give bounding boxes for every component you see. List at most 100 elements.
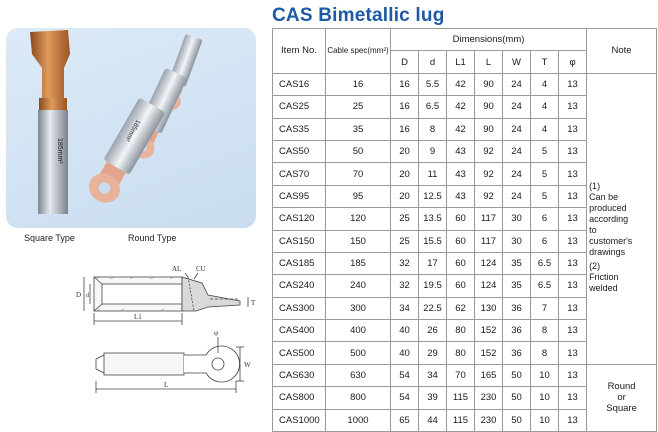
table-cell: 60 — [446, 274, 475, 298]
table-cell: 10 — [530, 386, 559, 410]
table-cell: 16 — [390, 95, 419, 119]
table-cell: 36 — [502, 296, 531, 321]
table-cell: 11 — [418, 162, 447, 186]
header-dim-1: d — [418, 50, 447, 74]
table-cell: 800 — [325, 386, 391, 410]
table-cell: 165 — [474, 363, 503, 388]
table-cell: 9 — [418, 139, 447, 164]
table-cell: 6.5 — [530, 274, 559, 298]
table-cell: 4 — [530, 72, 559, 97]
table-cell: 13 — [557, 296, 588, 321]
table-cell: 32 — [390, 274, 419, 298]
table-cell: 120 — [325, 207, 391, 231]
table-cell: 40 — [390, 341, 419, 365]
note-line: drawings — [589, 246, 626, 257]
item-no-cell: CAS1000 — [272, 408, 326, 432]
table-cell: 117 — [474, 207, 503, 231]
table-cell: 35 — [502, 251, 531, 276]
note-line: Square — [606, 403, 637, 415]
table-cell: 24 — [502, 184, 531, 209]
page-title: CAS Bimetallic lug — [272, 5, 445, 26]
header-dim-6: φ — [557, 50, 588, 74]
table-cell: 20 — [390, 139, 419, 164]
table-cell: 17 — [418, 251, 447, 276]
label-l1: L1 — [134, 313, 142, 321]
table-cell: 400 — [325, 319, 391, 343]
header-dim-5: T — [530, 50, 559, 74]
table-cell: 24 — [502, 72, 531, 97]
table-cell: 43 — [446, 162, 475, 186]
table-cell: 1000 — [325, 408, 391, 432]
table-cell: 4 — [530, 95, 559, 119]
section-view — [83, 272, 249, 325]
technical-drawing: AL CU D d L1 T φ W L — [76, 265, 256, 393]
header-dim-3: L — [474, 50, 503, 74]
table-cell: 4 — [530, 117, 559, 141]
table-cell: 13 — [557, 319, 588, 343]
table-cell: 8 — [530, 341, 559, 365]
table-cell: 30 — [502, 229, 531, 253]
table-cell: 29 — [418, 341, 447, 365]
table-cell: 70 — [325, 162, 391, 186]
table-cell: 240 — [325, 274, 391, 298]
table-cell: 13 — [557, 251, 588, 276]
caption-round-type: Round Type — [128, 233, 177, 243]
item-no-cell: CAS35 — [272, 117, 326, 141]
table-cell: 5 — [530, 139, 559, 164]
table-cell: 6.5 — [418, 95, 447, 119]
note-line: or — [617, 392, 626, 404]
caption-square-type: Square Type — [24, 233, 75, 243]
product-photo-panel: 185mm² 185mm² — [6, 28, 256, 243]
table-cell: 44 — [418, 408, 447, 432]
table-cell: 43 — [446, 184, 475, 209]
table-cell: 54 — [390, 363, 419, 388]
note-line: produced — [589, 202, 627, 213]
table-cell: 5 — [530, 184, 559, 209]
table-cell: 32 — [390, 251, 419, 276]
plan-view — [95, 337, 244, 393]
item-no-cell: CAS300 — [272, 296, 326, 321]
table-cell: 13 — [557, 117, 588, 141]
table-cell: 12.5 — [418, 184, 447, 209]
table-cell: 5.5 — [418, 72, 447, 97]
table-cell: 13 — [557, 341, 588, 365]
spec-table: Item No. Cable spec(mm²) Dimensions(mm) … — [272, 27, 658, 432]
table-cell: 50 — [502, 386, 531, 410]
table-cell: 36 — [502, 341, 531, 365]
table-cell: 13 — [557, 363, 588, 388]
table-cell: 80 — [446, 341, 475, 365]
table-cell: 34 — [390, 296, 419, 321]
table-cell: 13 — [557, 408, 588, 432]
product-photo: 185mm² 185mm² — [30, 30, 203, 214]
note-line: Can be — [589, 191, 619, 202]
item-no-cell: CAS120 — [272, 207, 326, 231]
note-line: (2) — [589, 260, 601, 271]
table-cell: 43 — [446, 139, 475, 164]
table-cell: 92 — [474, 162, 503, 186]
table-cell: 25 — [325, 95, 391, 119]
round-type-lug-large: 185mm² — [88, 98, 165, 203]
square-type-lug: 185mm² — [30, 30, 70, 214]
label-phi: φ — [214, 329, 218, 337]
item-no-cell: CAS50 — [272, 139, 326, 164]
table-cell: 16 — [390, 117, 419, 141]
table-cell: 34 — [418, 363, 447, 388]
label-d-lower: d — [86, 293, 89, 299]
table-cell: 13 — [557, 274, 588, 298]
table-cell: 152 — [474, 319, 503, 343]
table-cell: 36 — [502, 319, 531, 343]
table-cell: 152 — [474, 341, 503, 365]
table-cell: 130 — [474, 296, 503, 321]
table-cell: 24 — [502, 95, 531, 119]
table-cell: 6.5 — [530, 251, 559, 276]
table-cell: 24 — [502, 139, 531, 164]
table-cell: 230 — [474, 408, 503, 432]
table-cell: 16 — [325, 72, 391, 97]
table-cell: 115 — [446, 386, 475, 410]
note-line: Round — [607, 381, 636, 393]
